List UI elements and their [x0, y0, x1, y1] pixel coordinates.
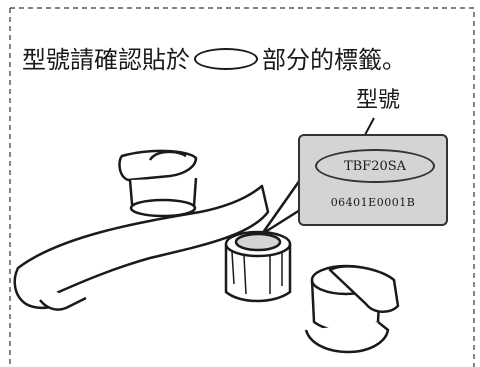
model-label-card: TBF20SA 06401E0001B — [298, 134, 448, 226]
spout-illustration — [13, 184, 270, 311]
dashed-border — [9, 7, 475, 367]
instruction-after: 部分的標籤。 — [262, 46, 406, 74]
model-number: TBF20SA — [343, 158, 407, 174]
spout-base-illustration — [224, 230, 292, 303]
left-handle-illustration — [118, 149, 198, 218]
callout-title: 型號 — [356, 88, 401, 113]
serial-number: 06401E0001B — [330, 196, 416, 209]
oval-symbol — [194, 48, 258, 70]
callout-pointer — [260, 179, 302, 236]
model-oval: TBF20SA — [315, 149, 435, 183]
instruction-before: 型號請確認貼於 — [22, 46, 190, 74]
instruction-text: 型號請確認貼於 部分的標籤。 — [22, 40, 472, 80]
right-handle-illustration — [304, 264, 400, 354]
